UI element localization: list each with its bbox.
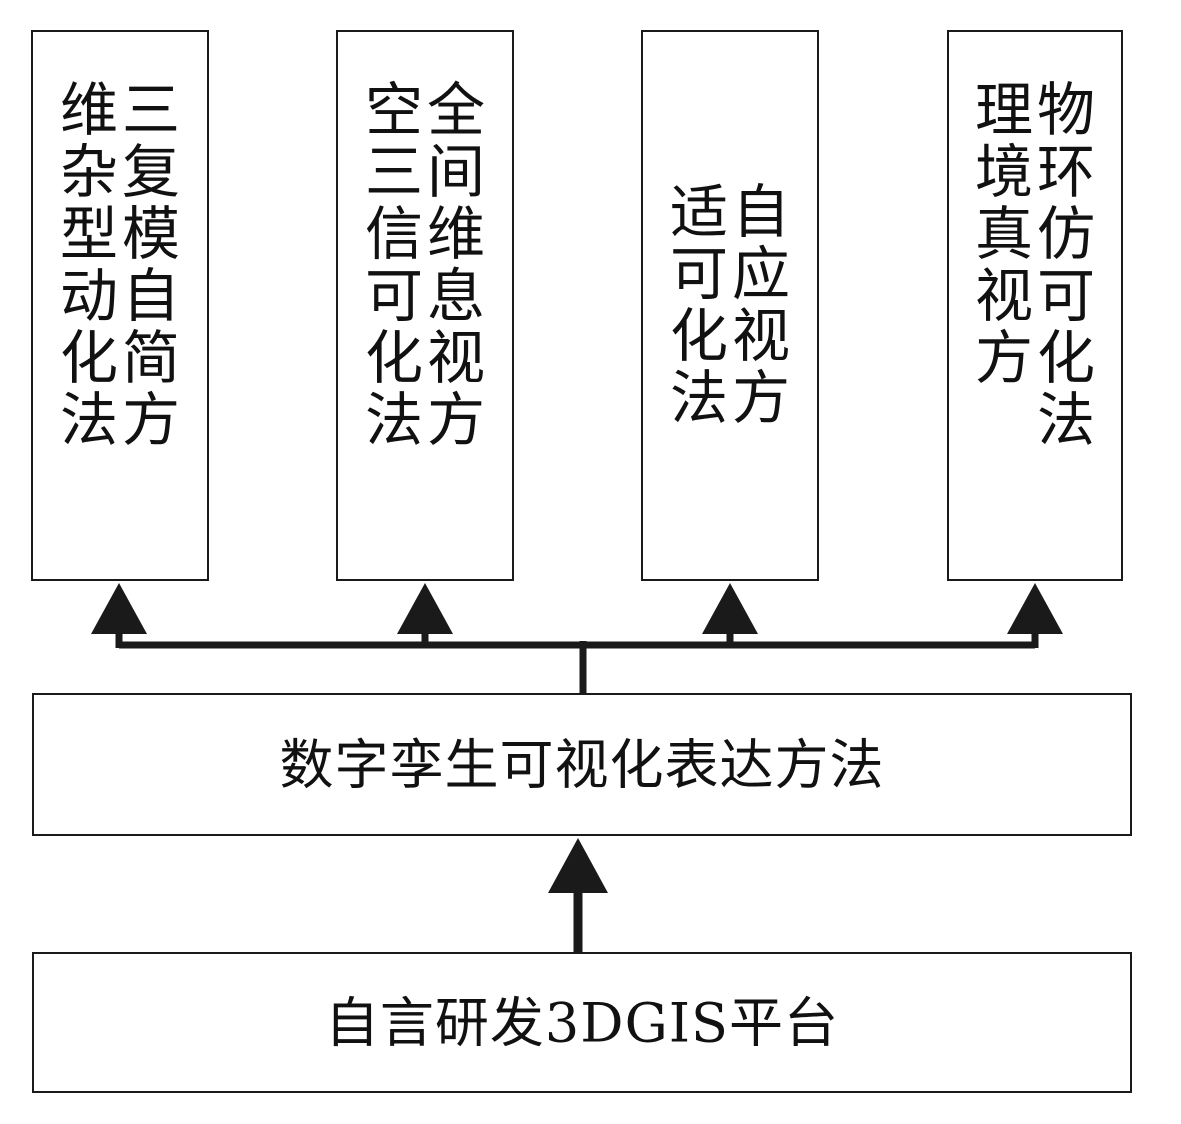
cjk-char: 信	[364, 200, 423, 269]
cjk-char: 理	[974, 76, 1033, 145]
cjk-char: 简	[121, 324, 180, 393]
cjk-char: 空	[364, 76, 423, 145]
top-box-1-col-1: 三 复 模 自 简 方	[120, 80, 182, 452]
cjk-char: 可	[364, 262, 423, 331]
cjk-char: 模	[121, 200, 180, 269]
cjk-char: 物	[1036, 76, 1095, 145]
top-box-2-text: 全 间 维 息 视 方 空 三 信 可 化 法	[338, 80, 512, 452]
top-box-1-text: 三 复 模 自 简 方 维 杂 型 动 化 法	[33, 80, 207, 452]
top-box-3-text: 自 应 视 方 适 可 化 法	[643, 182, 817, 430]
cjk-char: 化	[1036, 324, 1095, 393]
cjk-char: 型	[59, 200, 118, 269]
cjk-char: 全	[426, 76, 485, 145]
top-box-4[interactable]: 物 环 仿 可 化 法 理 境 真 视 方	[947, 30, 1123, 581]
cjk-char: 应	[731, 240, 790, 309]
arrow-3-head-icon	[702, 583, 758, 634]
cjk-char: 化	[364, 324, 423, 393]
top-box-2-col-2: 空 三 信 可 化 法	[363, 80, 425, 452]
top-box-3-col-2: 适 可 化 法	[668, 182, 730, 430]
cjk-char: 维	[426, 200, 485, 269]
top-box-4-col-2: 理 境 真 视 方	[973, 80, 1035, 452]
cjk-char: 化	[59, 324, 118, 393]
cjk-char: 法	[59, 386, 118, 455]
cjk-char: 境	[974, 138, 1033, 207]
cjk-char: 视	[426, 324, 485, 393]
cjk-char: 杂	[59, 138, 118, 207]
cjk-char: 仿	[1036, 200, 1095, 269]
cjk-char: 可	[669, 240, 728, 309]
cjk-char: 法	[1036, 386, 1095, 455]
cjk-char: 复	[121, 138, 180, 207]
cjk-char: 动	[59, 262, 118, 331]
cjk-char: 自	[121, 262, 180, 331]
cjk-char: 间	[426, 138, 485, 207]
cjk-char: 息	[426, 262, 485, 331]
top-box-4-col-1: 物 环 仿 可 化 法	[1035, 80, 1097, 452]
cjk-char: 适	[669, 178, 728, 247]
cjk-char	[973, 390, 1035, 452]
top-box-3-col-1: 自 应 视 方	[730, 182, 792, 430]
cjk-char: 可	[1036, 262, 1095, 331]
cjk-char: 化	[669, 302, 728, 371]
cjk-char: 方	[731, 364, 790, 433]
arrow-5-head-icon	[548, 838, 608, 893]
cjk-char: 三	[364, 138, 423, 207]
cjk-char: 法	[364, 386, 423, 455]
cjk-char: 维	[59, 76, 118, 145]
top-box-1-col-2: 维 杂 型 动 化 法	[58, 80, 120, 452]
arrow-1-head-icon	[91, 583, 147, 634]
cjk-char: 方	[121, 386, 180, 455]
cjk-char: 方	[426, 386, 485, 455]
bottom-box-label: 自言研发3DGIS平台	[324, 990, 840, 1054]
top-box-2-col-1: 全 间 维 息 视 方	[425, 80, 487, 452]
arrow-2-head-icon	[397, 583, 453, 634]
middle-box-label: 数字孪生可视化表达方法	[279, 732, 885, 796]
middle-box[interactable]: 数字孪生可视化表达方法	[32, 693, 1132, 836]
top-box-1[interactable]: 三 复 模 自 简 方 维 杂 型 动 化 法	[31, 30, 209, 581]
top-box-2[interactable]: 全 间 维 息 视 方 空 三 信 可 化 法	[336, 30, 514, 581]
top-box-3[interactable]: 自 应 视 方 适 可 化 法	[641, 30, 819, 581]
cjk-char: 自	[731, 178, 790, 247]
cjk-char: 三	[121, 76, 180, 145]
cjk-char: 真	[974, 200, 1033, 269]
cjk-char: 法	[669, 364, 728, 433]
cjk-char: 环	[1036, 138, 1095, 207]
arrow-4-head-icon	[1007, 583, 1063, 634]
cjk-char: 方	[974, 324, 1033, 393]
top-box-4-text: 物 环 仿 可 化 法 理 境 真 视 方	[949, 80, 1121, 452]
cjk-char: 视	[731, 302, 790, 371]
cjk-char: 视	[974, 262, 1033, 331]
bottom-box[interactable]: 自言研发3DGIS平台	[32, 952, 1132, 1093]
